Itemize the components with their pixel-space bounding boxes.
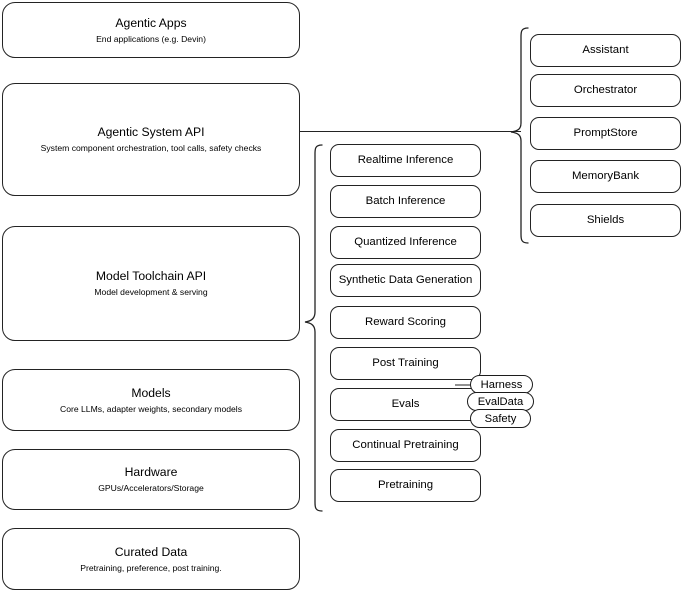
component-box-assistant[interactable]: Assistant (530, 34, 681, 67)
capability-label: Post Training (372, 357, 439, 370)
layer-box-agentic-system-api[interactable]: Agentic System API System component orch… (2, 83, 300, 196)
layer-box-model-toolchain-api[interactable]: Model Toolchain API Model development & … (2, 226, 300, 341)
layer-subtitle: Model development & serving (94, 287, 208, 298)
component-label: PromptStore (573, 127, 638, 140)
capability-label: Realtime Inference (357, 154, 454, 167)
layer-title: Models (131, 385, 171, 400)
layer-subtitle: Pretraining, preference, post training. (80, 562, 222, 573)
layer-subtitle: System component orchestration, tool cal… (40, 143, 262, 154)
component-label: Orchestrator (573, 84, 638, 97)
capability-box-batch-inference[interactable]: Batch Inference (330, 185, 481, 218)
component-label: MemoryBank (571, 170, 640, 183)
evals-pill-label: EvalData (477, 395, 524, 408)
capability-label: Quantized Inference (354, 236, 457, 249)
layer-title: Hardware (124, 465, 178, 479)
layer-title: Model Toolchain API (95, 269, 207, 283)
capability-label: Continual Pretraining (352, 439, 459, 452)
capability-box-evals[interactable]: Evals (330, 388, 481, 421)
evals-pill-safety[interactable]: Safety (470, 409, 531, 428)
layer-box-hardware[interactable]: Hardware GPUs/Accelerators/Storage (2, 449, 300, 510)
component-label: Assistant (582, 44, 629, 57)
evals-pill-label: Harness (480, 378, 523, 391)
capability-box-realtime-inference[interactable]: Realtime Inference (330, 144, 481, 177)
component-box-promptstore[interactable]: PromptStore (530, 117, 681, 150)
layer-subtitle: Core LLMs, adapter weights, secondary mo… (60, 403, 242, 414)
component-box-shields[interactable]: Shields (530, 204, 681, 237)
layer-box-curated-data[interactable]: Curated Data Pretraining, preference, po… (2, 528, 300, 590)
layer-title: Curated Data (114, 544, 188, 559)
capability-box-synthetic-data-generation[interactable]: Synthetic Data Generation (330, 264, 481, 297)
capability-label: Reward Scoring (364, 316, 447, 329)
capability-box-continual-pretraining[interactable]: Continual Pretraining (330, 429, 481, 462)
layer-box-models[interactable]: Models Core LLMs, adapter weights, secon… (2, 369, 300, 431)
layer-subtitle: End applications (e.g. Devin) (96, 33, 206, 44)
system-components-brace (510, 27, 529, 244)
capability-label: Evals (391, 398, 420, 411)
evals-pill-label: Safety (484, 412, 517, 425)
capability-box-pretraining[interactable]: Pretraining (330, 469, 481, 502)
layer-title: Agentic System API (97, 125, 205, 139)
capability-box-reward-scoring[interactable]: Reward Scoring (330, 306, 481, 339)
component-box-memorybank[interactable]: MemoryBank (530, 160, 681, 193)
toolchain-brace (304, 144, 323, 512)
component-label: Shields (586, 214, 625, 227)
capability-box-post-training[interactable]: Post Training (330, 347, 481, 380)
layer-title: Agentic Apps (115, 15, 187, 30)
capability-label: Batch Inference (365, 195, 446, 208)
capability-label: Synthetic Data Generation (338, 274, 473, 287)
capability-box-quantized-inference[interactable]: Quantized Inference (330, 226, 481, 259)
capability-label: Pretraining (377, 479, 434, 492)
layer-box-agentic-apps[interactable]: Agentic Apps End applications (e.g. Devi… (2, 2, 300, 58)
layer-subtitle: GPUs/Accelerators/Storage (98, 483, 204, 494)
component-box-orchestrator[interactable]: Orchestrator (530, 74, 681, 107)
